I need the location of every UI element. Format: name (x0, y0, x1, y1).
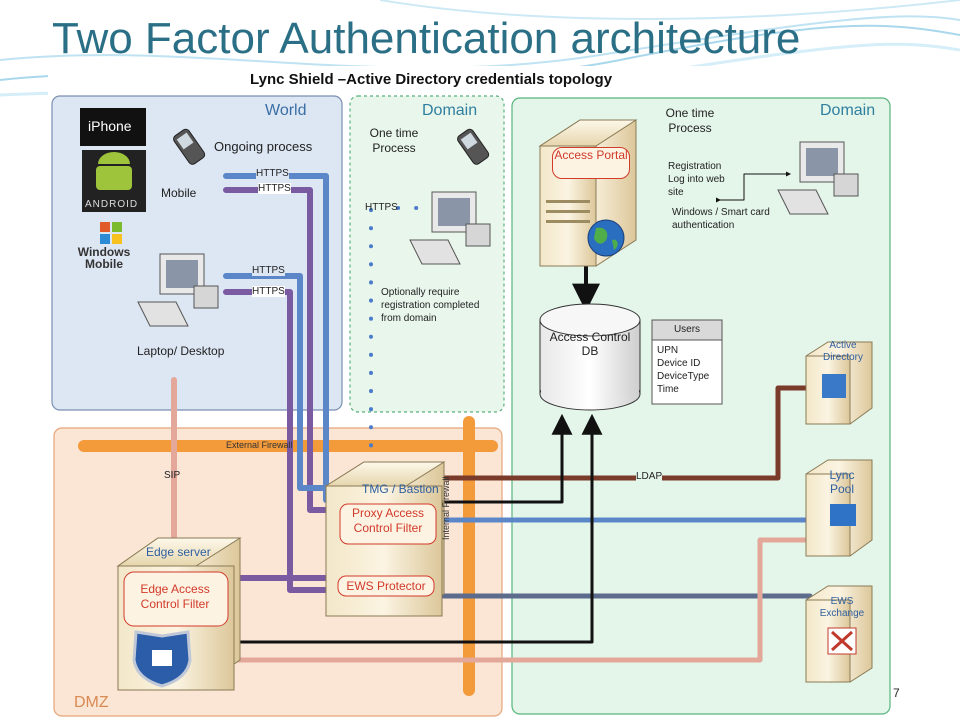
one-time-process-right: One time Process (665, 106, 715, 135)
domain-right-zone-label: Domain (820, 102, 876, 119)
windows-mobile-logo (100, 222, 122, 244)
mobile-phone-icon-domain (457, 128, 490, 165)
external-firewall-label: External Firewall (226, 440, 293, 450)
iphone-logo (80, 108, 146, 146)
mobile-label: Mobile (161, 186, 197, 200)
mobile-phone-icon (173, 128, 206, 165)
world-zone-label: World (265, 102, 307, 119)
ews-exchange-server (805, 585, 873, 683)
shield-icon (132, 630, 192, 688)
active-directory-label: Active Directory (822, 340, 863, 363)
globe-icon (587, 219, 625, 257)
edge-server-label: Edge server (146, 545, 211, 559)
https-label-2: HTTPS (258, 183, 291, 194)
https-label-3: HTTPS (252, 265, 285, 276)
https-label-4: HTTPS (252, 286, 285, 297)
https-label-1: HTTPS (256, 168, 289, 179)
edge-access-control-filter-label: Edge Access Control Filter (140, 582, 210, 611)
domain-left-zone-label: Domain (422, 102, 478, 119)
tmg-bastion-server (324, 461, 446, 617)
tmg-bastion-label: TMG / Bastion (362, 482, 439, 496)
dmz-zone-label: DMZ (74, 694, 109, 711)
internal-firewall-bar (463, 416, 475, 696)
desktop-computer-icon-registration (777, 141, 859, 215)
ongoing-process-label: Ongoing process (214, 139, 313, 154)
https-label-domain: HTTPS (365, 202, 398, 213)
access-portal-label: Access Portal (552, 147, 630, 179)
users-row-device-type: DeviceType (657, 371, 710, 382)
users-row-upn: UPN (657, 345, 679, 356)
access-control-db-label: Access Control DB (549, 330, 631, 358)
android-logo (82, 150, 146, 212)
sip-label: SIP (164, 470, 181, 481)
android-label: ANDROID (85, 199, 139, 210)
active-directory-server (805, 341, 873, 425)
laptop-desktop-label: Laptop/ Desktop (137, 344, 225, 358)
windows-smartcard-note: Windows / Smart card authentication (672, 207, 770, 231)
proxy-access-control-filter-label: Proxy Access Control Filter (351, 506, 425, 535)
desktop-computer-icon-world (137, 253, 219, 327)
slide-title: Two Factor Authentication architecture (52, 14, 801, 63)
registration-note: Registration Log into web site (668, 161, 725, 198)
ldap-label: LDAP (636, 471, 663, 482)
page-number: 7 (893, 686, 900, 700)
users-row-time: Time (657, 384, 679, 395)
users-table (651, 319, 723, 405)
desktop-computer-icon-domain (409, 191, 491, 265)
internal-firewall-label: Internal Firewall (441, 476, 451, 540)
optional-registration-note: Optionally require registration complete… (381, 287, 480, 324)
users-row-device-id: Device ID (657, 358, 701, 369)
lync-pool-label: Lync Pool (829, 468, 855, 496)
iphone-label: iPhone (88, 118, 132, 134)
ews-protector-label: EWS Protector (346, 579, 426, 593)
lync-pool-server (805, 459, 873, 557)
users-table-header: Users (673, 324, 701, 335)
windows-mobile-label: Windows Mobile (77, 245, 131, 271)
diagram-subtitle: Lync Shield –Active Directory credential… (250, 71, 613, 88)
access-control-db (539, 303, 641, 411)
one-time-process-left: One time Process (369, 126, 419, 155)
ews-exchange-label: EWS Exchange (819, 596, 865, 619)
